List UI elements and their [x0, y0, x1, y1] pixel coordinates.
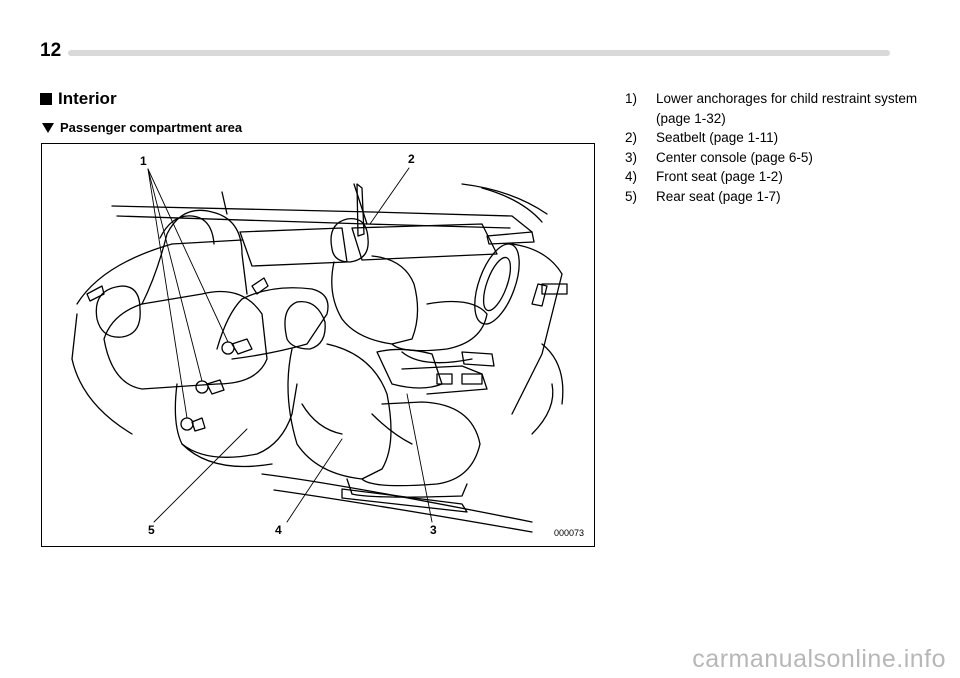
interior-illustration — [71, 167, 568, 533]
legend-item: 1) Lower anchorages for child restraint … — [625, 89, 925, 128]
section-heading-text: Interior — [58, 89, 117, 108]
page-number: 12 — [40, 40, 62, 61]
square-bullet-icon — [40, 93, 52, 105]
legend-item-text: Lower anchorages for child restraint sys… — [656, 91, 918, 126]
subsection-heading-text: Passenger compartment area — [60, 120, 243, 135]
interior-figure: 1 2 3 4 5 000073 — [41, 143, 595, 547]
callout-label-3: 3 — [430, 523, 437, 537]
legend-item-text: Rear seat (page 1-7) — [656, 188, 781, 204]
header-rule — [68, 50, 890, 56]
legend-item-text: Seatbelt (page 1-11) — [656, 130, 779, 145]
legend-item-number: 3) — [625, 149, 638, 165]
legend-item: 3) Center console (page 6-5) — [625, 148, 925, 168]
subsection-heading: Passenger compartment area — [42, 120, 242, 135]
callout-label-5: 5 — [148, 523, 155, 537]
legend-item-number: 4) — [625, 169, 638, 184]
triangle-bullet-icon — [42, 122, 54, 133]
legend-item-text: Front seat (page 1-2) — [656, 169, 783, 184]
figure-code: 000073 — [553, 528, 584, 538]
watermark: carmanualsonline.info — [692, 645, 946, 673]
legend-item: 5) Rear seat (page 1-7) — [625, 187, 925, 207]
legend-item: 4) Front seat (page 1-2) — [625, 167, 925, 187]
callout-label-1: 1 — [140, 154, 147, 168]
legend-item-number: 5) — [625, 188, 638, 204]
callout-label-2: 2 — [408, 152, 415, 166]
callout-label-4: 4 — [275, 523, 282, 537]
legend-item-text: Center console (page 6-5) — [656, 149, 813, 165]
legend-item-number: 2) — [625, 130, 638, 145]
legend-item-number: 1) — [625, 91, 638, 106]
section-heading: Interior — [40, 89, 117, 109]
legend-item: 2) Seatbelt (page 1-11) — [625, 128, 925, 148]
legend-list: 1) Lower anchorages for child restraint … — [625, 89, 925, 206]
